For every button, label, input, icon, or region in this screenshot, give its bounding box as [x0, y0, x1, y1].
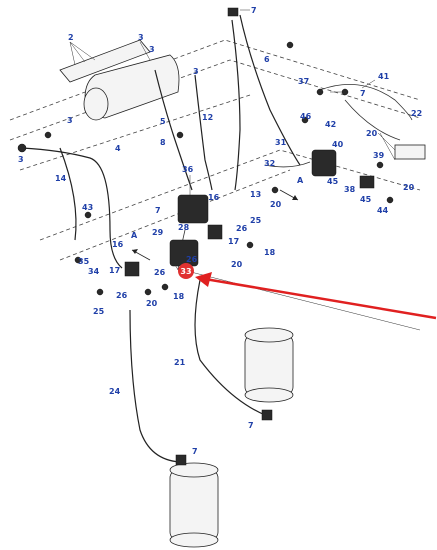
callout: 4 [115, 144, 121, 153]
callout: 20 [270, 200, 282, 209]
callout: 28 [178, 223, 190, 232]
callout: 3 [138, 33, 144, 42]
callout: 21 [174, 358, 186, 367]
callout: 35 [78, 257, 90, 266]
callout: 32 [264, 159, 275, 168]
highlight-arrow [195, 272, 437, 320]
callout: 18 [173, 292, 185, 301]
callout: 31 [275, 138, 287, 147]
callout: 38 [344, 185, 356, 194]
callout: 44 [377, 206, 389, 215]
highlight-part-33: 33 [178, 263, 194, 279]
callouts: 7 2 3 3 6 3 37 41 7 22 5 12 46 42 40 20 … [18, 6, 422, 456]
callout: 26 [154, 268, 166, 277]
callout: 7 [192, 447, 198, 456]
callout: 16 [208, 193, 220, 202]
callout: 2 [68, 33, 74, 42]
callout: 26 [186, 255, 198, 264]
callout: 29 [152, 228, 164, 237]
highlight-label: 33 [180, 267, 191, 276]
callout: 8 [160, 138, 166, 147]
callout: 6 [264, 55, 270, 64]
callout: 22 [411, 109, 422, 118]
callout: 25 [93, 307, 105, 316]
callout: 12 [202, 113, 213, 122]
direction-arrows [131, 189, 299, 261]
air-tank-upper [59, 39, 180, 121]
callout: 43 [82, 203, 93, 212]
callout: 13 [250, 190, 261, 199]
callout: 37 [298, 77, 309, 86]
callout: 36 [182, 165, 194, 174]
callout: 20 [146, 299, 158, 308]
leader-lines [69, 9, 421, 331]
section-marker-a-left: A [131, 231, 138, 240]
air-tank-lower [169, 462, 219, 548]
callout: 39 [373, 151, 385, 160]
callout: 7 [248, 421, 254, 430]
section-marker-a-right: A [297, 176, 304, 185]
callout: 16 [112, 240, 124, 249]
callout: 20 [231, 260, 243, 269]
callout: 42 [325, 120, 336, 129]
callout: 45 [360, 195, 372, 204]
callout: 5 [160, 117, 166, 126]
callout: 18 [264, 248, 276, 257]
callout: 46 [300, 112, 312, 121]
valves [17, 7, 426, 466]
callout: 3 [67, 116, 73, 125]
callout: 14 [55, 174, 67, 183]
callout: 17 [109, 266, 120, 275]
callout: 26 [116, 291, 128, 300]
air-tank-middle [244, 327, 294, 403]
callout: 17 [228, 237, 239, 246]
callout: 20 [403, 183, 415, 192]
callout: 7 [360, 89, 366, 98]
callout: 3 [193, 67, 199, 76]
callout: 24 [109, 387, 121, 396]
callout: 45 [327, 177, 339, 186]
callout: 40 [332, 140, 344, 149]
hoses [21, 14, 413, 463]
callout: 7 [251, 6, 257, 15]
callout: 20 [366, 129, 378, 138]
callout: 3 [149, 45, 155, 54]
callout: 3 [18, 155, 24, 164]
callout: 25 [250, 216, 262, 225]
callout: 7 [155, 206, 161, 215]
callout: 26 [236, 224, 248, 233]
callout: 34 [88, 267, 100, 276]
callout: 41 [378, 72, 390, 81]
